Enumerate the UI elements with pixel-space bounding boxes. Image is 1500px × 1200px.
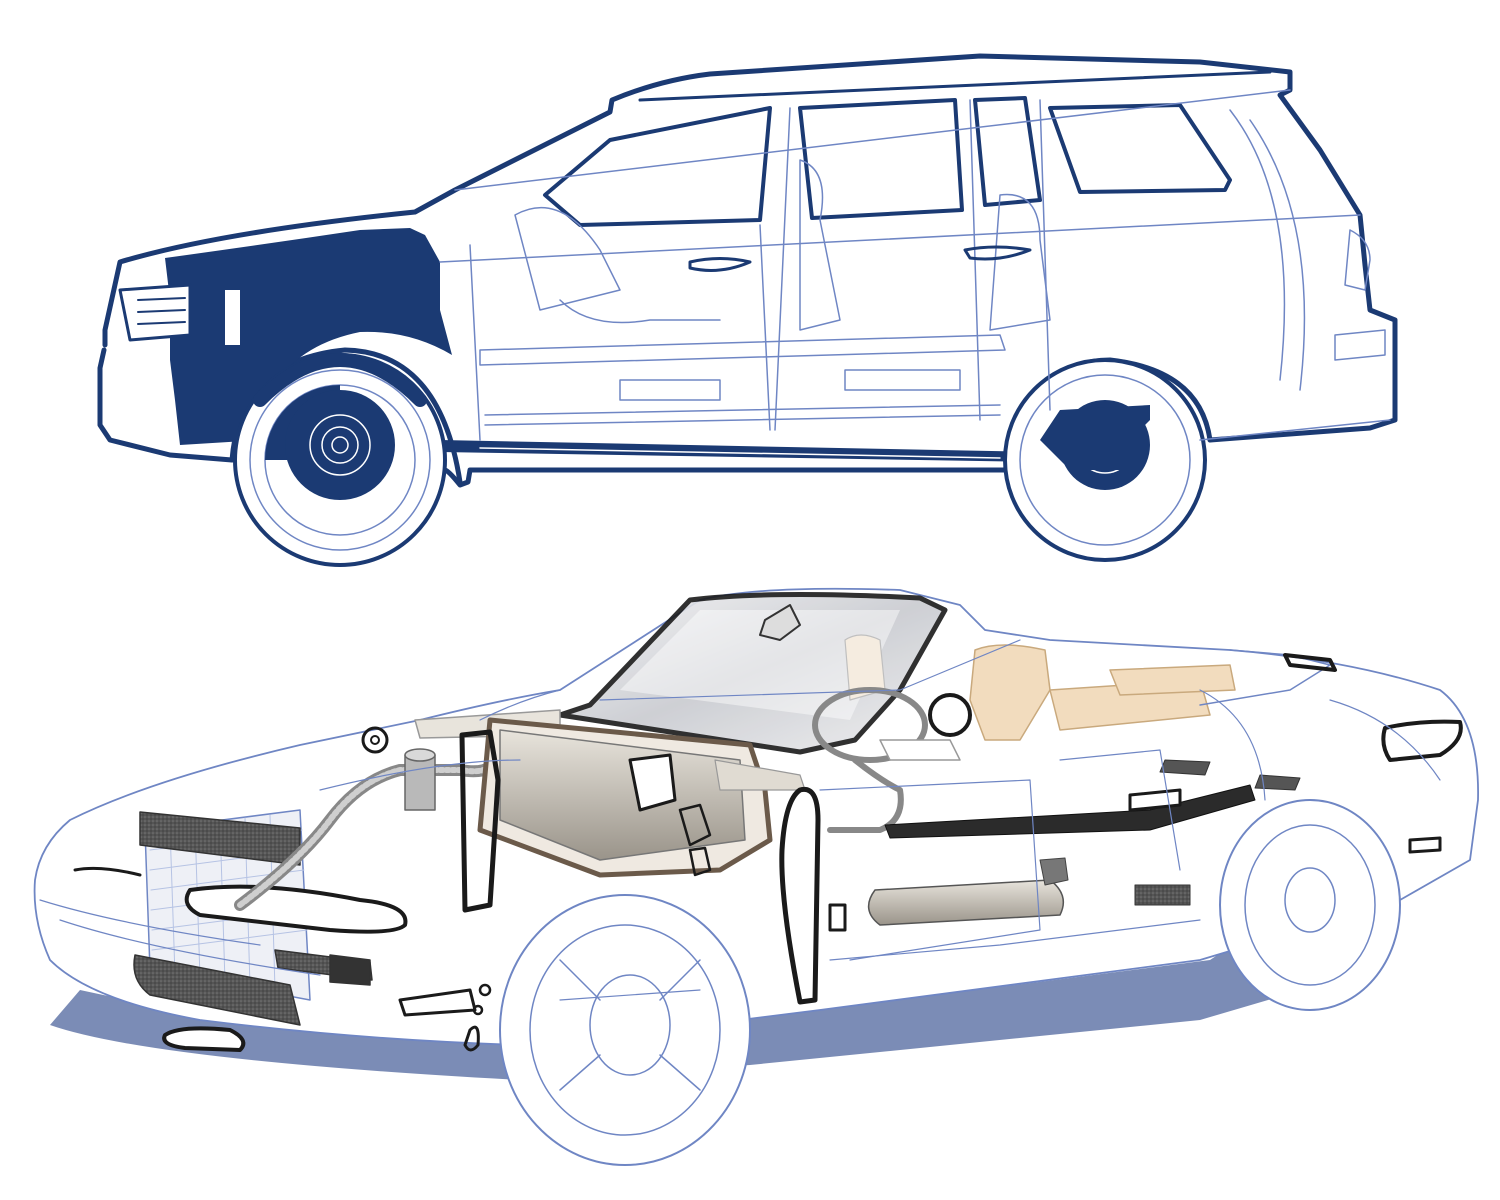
suv-door-handles [688,245,1032,272]
firewall-gasket [361,709,806,878]
suv-windows [543,96,1232,227]
seats [844,634,1236,741]
convertible-interior-lines [39,639,1441,1001]
rear-wheel-liner [1040,405,1150,470]
radiator-foam-blocks [133,811,373,1026]
underbody-rail [440,440,1040,462]
fuel-tank [867,879,1065,926]
suv-interior-lines [439,89,1391,441]
suv-front-wheel [233,353,447,567]
convertible-front-wheel [499,894,751,1166]
suv-rear-wheel [1003,358,1207,562]
steering-area [812,687,972,833]
convertible-rear-wheel [1219,799,1401,1011]
trunk-lock-gasket [1283,653,1337,672]
ground-shadow [50,860,1395,1080]
rocker-foam-strip [884,784,1256,839]
rear-lamp-gasket [1381,719,1463,762]
suv-side-view [97,53,1398,567]
convertible-cutaway [33,587,1479,1166]
door-seals [459,729,847,1005]
windshield-seal [557,591,948,755]
front-fender-liner [165,228,452,445]
